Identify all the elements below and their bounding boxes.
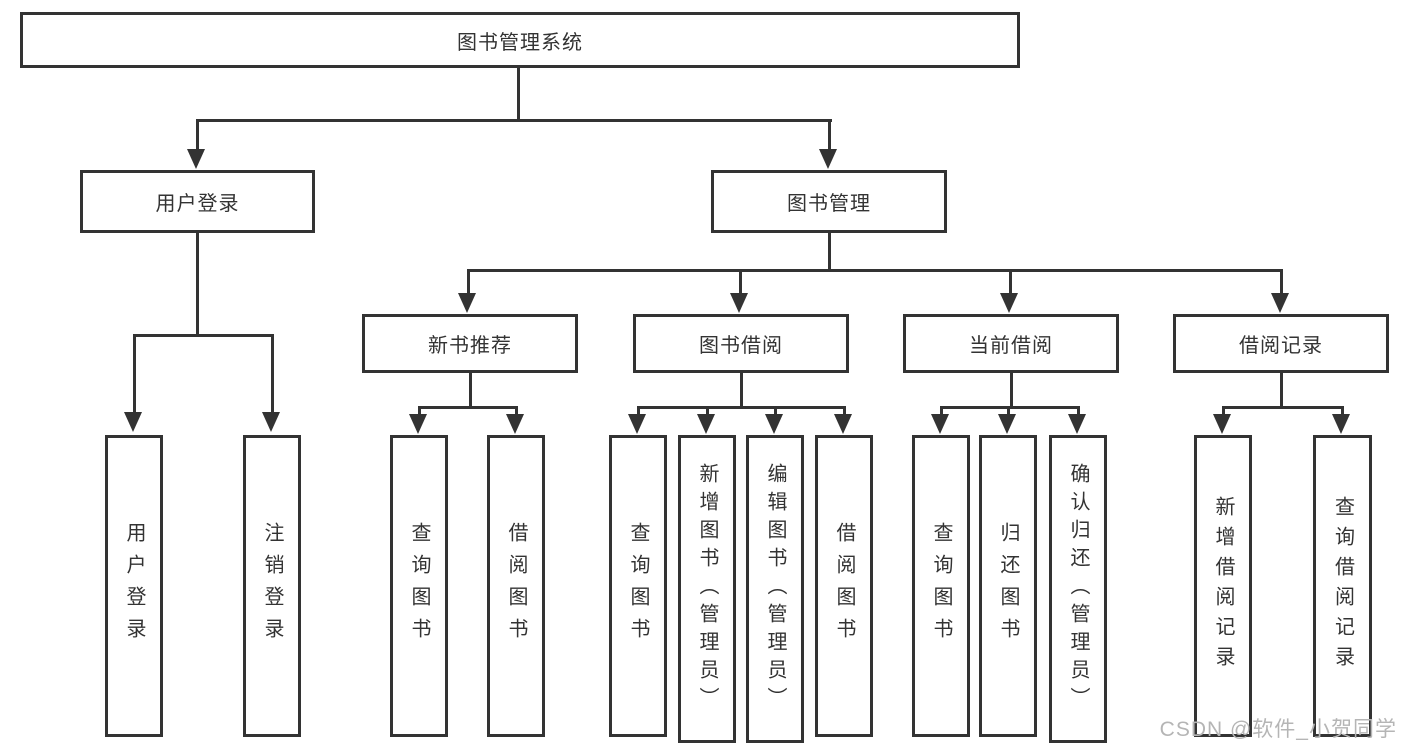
- leaf-br-add-record: 新增借阅记录: [1194, 435, 1252, 737]
- connector-current-borrow-rail: [940, 406, 1080, 409]
- leaf-cb-query-book-label: 查询图书: [930, 522, 952, 650]
- leaf-bb-add-book-admin-label: 新增图书（管理员）: [696, 463, 718, 715]
- connector-book-borrow-stem: [740, 373, 743, 409]
- arrowhead-current-borrow: [1000, 293, 1018, 313]
- leaf-rec-query-book: 查询图书: [390, 435, 448, 737]
- arrowhead-leaf-logout: [262, 412, 280, 432]
- connector-drop-borrow-records: [1280, 269, 1283, 295]
- connector-book-borrow-rail: [637, 406, 846, 409]
- node-new-book-rec: 新书推荐: [362, 314, 578, 373]
- leaf-cb-confirm-return-admin: 确认归还（管理员）: [1049, 435, 1107, 743]
- connector-drop-rec-borrow: [515, 406, 518, 416]
- connector-drop-leaf-login: [133, 334, 136, 414]
- leaf-cb-return-book-label: 归还图书: [997, 522, 1019, 650]
- arrowhead-leaf-login: [124, 412, 142, 432]
- node-user-login: 用户登录: [80, 170, 315, 233]
- leaf-bb-borrow-book: 借阅图书: [815, 435, 873, 737]
- arrowhead-rec-borrow: [506, 414, 524, 434]
- leaf-cb-query-book: 查询图书: [912, 435, 970, 737]
- connector-level2-rail: [196, 119, 832, 122]
- leaf-br-add-record-label: 新增借阅记录: [1212, 496, 1234, 676]
- leaf-cb-return-book: 归还图书: [979, 435, 1037, 737]
- arrowhead-cb-return: [998, 414, 1016, 434]
- connector-drop-cb-query: [940, 406, 943, 416]
- node-root-label: 图书管理系统: [457, 31, 583, 54]
- arrowhead-book-mgmt: [819, 149, 837, 169]
- node-borrow-records-label: 借阅记录: [1239, 335, 1323, 357]
- arrowhead-book-borrow: [730, 293, 748, 313]
- arrowhead-bb-add: [697, 414, 715, 434]
- arrowhead-user-login: [187, 149, 205, 169]
- arrowhead-rec-query: [409, 414, 427, 434]
- node-new-book-rec-label: 新书推荐: [428, 335, 512, 357]
- connector-user-login-rail: [133, 334, 274, 337]
- leaf-bb-query-book: 查询图书: [609, 435, 667, 737]
- connector-new-rec-rail: [418, 406, 518, 409]
- node-book-mgmt-label: 图书管理: [787, 193, 871, 215]
- connector-drop-bb-query: [637, 406, 640, 416]
- node-current-borrow: 当前借阅: [903, 314, 1119, 373]
- leaf-bb-edit-book-admin: 编辑图书（管理员）: [746, 435, 804, 743]
- leaf-rec-borrow-book: 借阅图书: [487, 435, 545, 737]
- connector-drop-bb-borrow: [843, 406, 846, 416]
- arrowhead-new-rec: [458, 293, 476, 313]
- leaf-logout: 注销登录: [243, 435, 301, 737]
- arrowhead-borrow-records: [1271, 293, 1289, 313]
- arrowhead-bb-query: [628, 414, 646, 434]
- node-book-borrow-label: 图书借阅: [699, 335, 783, 357]
- leaf-bb-add-book-admin: 新增图书（管理员）: [678, 435, 736, 743]
- node-current-borrow-label: 当前借阅: [969, 335, 1053, 357]
- arrowhead-br-query: [1332, 414, 1350, 434]
- connector-book-mgmt-stem: [828, 233, 831, 272]
- node-root: 图书管理系统: [20, 12, 1020, 68]
- arrowhead-cb-confirm: [1068, 414, 1086, 434]
- node-book-borrow: 图书借阅: [633, 314, 849, 373]
- leaf-bb-query-book-label: 查询图书: [627, 522, 649, 650]
- connector-drop-rec-query: [418, 406, 421, 416]
- arrowhead-bb-edit: [765, 414, 783, 434]
- leaf-rec-borrow-book-label: 借阅图书: [505, 522, 527, 650]
- arrowhead-cb-query: [931, 414, 949, 434]
- leaf-rec-query-book-label: 查询图书: [408, 522, 430, 650]
- connector-borrow-records-stem: [1280, 373, 1283, 409]
- connector-drop-user-login: [196, 119, 199, 151]
- node-user-login-label: 用户登录: [155, 193, 240, 215]
- connector-drop-book-mgmt: [828, 119, 831, 151]
- arrowhead-bb-borrow: [834, 414, 852, 434]
- connector-drop-bb-add: [706, 406, 709, 416]
- connector-current-borrow-stem: [1010, 373, 1013, 409]
- node-book-mgmt: 图书管理: [711, 170, 947, 233]
- watermark: CSDN @软件_小贺同学: [1159, 718, 1397, 741]
- leaf-cb-confirm-return-admin-label: 确认归还（管理员）: [1067, 463, 1089, 715]
- connector-drop-br-add: [1222, 406, 1225, 416]
- connector-drop-cb-confirm: [1077, 406, 1080, 416]
- connector-new-rec-stem: [469, 373, 472, 409]
- node-borrow-records: 借阅记录: [1173, 314, 1389, 373]
- connector-borrow-records-rail: [1222, 406, 1344, 409]
- connector-drop-bb-edit: [774, 406, 777, 416]
- leaf-logout-label: 注销登录: [261, 522, 283, 650]
- leaf-bb-edit-book-admin-label: 编辑图书（管理员）: [764, 463, 786, 715]
- connector-user-login-stem: [196, 233, 199, 336]
- connector-drop-new-rec: [467, 269, 470, 295]
- connector-drop-leaf-logout: [271, 334, 274, 414]
- connector-drop-book-borrow: [739, 269, 742, 295]
- connector-drop-current-borrow: [1009, 269, 1012, 295]
- leaf-bb-borrow-book-label: 借阅图书: [833, 522, 855, 650]
- arrowhead-br-add: [1213, 414, 1231, 434]
- connector-root-stem: [517, 68, 520, 121]
- leaf-user-login-label: 用户登录: [123, 522, 145, 650]
- leaf-br-query-record-label: 查询借阅记录: [1331, 496, 1354, 676]
- leaf-br-query-record: 查询借阅记录: [1313, 435, 1372, 737]
- connector-level3-rail: [467, 269, 1283, 272]
- leaf-user-login: 用户登录: [105, 435, 163, 737]
- connector-drop-br-query: [1341, 406, 1344, 416]
- connector-drop-cb-return: [1007, 406, 1010, 416]
